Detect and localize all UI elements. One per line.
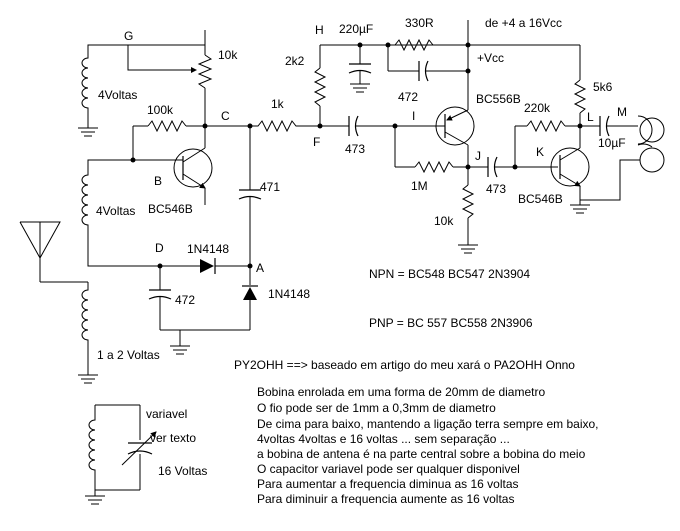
label-r-220k: 220k <box>524 101 551 115</box>
note-line: Para aumentar a frequencia diminua as 16… <box>257 477 519 491</box>
label-node-h: H <box>315 23 324 37</box>
note-credit: PY2OHH ==> baseado em artigo do meu xará… <box>234 358 575 372</box>
label-vcc: +Vcc <box>477 51 504 65</box>
note-line: O fio pode ser de 1mm a 0,3mm de diametr… <box>257 401 496 415</box>
label-r-330r: 330R <box>405 16 434 30</box>
label-var-2: ver texto <box>150 431 196 445</box>
label-node-d: D <box>155 241 164 255</box>
coil-mid <box>81 159 160 267</box>
label-var-1: variavel <box>146 407 187 421</box>
label-node-j: J <box>475 149 481 163</box>
transistor-k <box>550 126 590 187</box>
diode-1n4148-v <box>242 266 258 330</box>
transistor-b <box>133 126 213 189</box>
note-line: O capacitor variavel pode ser qualquer d… <box>257 462 520 476</box>
coil-16voltas <box>85 404 141 505</box>
label-d-1n4148-h: 1N4148 <box>187 242 229 256</box>
label-node-a: A <box>256 261 264 275</box>
r-100k <box>147 119 187 133</box>
label-r-2k2: 2k2 <box>285 54 305 68</box>
label-supply: de +4 a 16Vcc <box>485 16 562 30</box>
label-q-bc546b-k: BC546B <box>518 192 563 206</box>
r-10k-j <box>461 184 475 219</box>
diode-1n4148-h <box>200 258 216 274</box>
note-line: a bobina de antena é na parte central so… <box>257 447 586 461</box>
r-330r <box>394 38 434 52</box>
label-node-m: M <box>617 105 627 119</box>
label-r-100k: 100k <box>147 103 174 117</box>
note-npn: NPN = BC548 BC547 2N3904 <box>369 267 531 281</box>
label-r-1m: 1M <box>411 179 428 193</box>
label-r-5k6: 5k6 <box>593 80 613 94</box>
label-r-1k: 1k <box>271 97 285 111</box>
r-1k <box>250 119 320 133</box>
coil-top <box>78 44 205 137</box>
cap-472-top <box>387 45 468 82</box>
variable-capacitor <box>121 431 157 466</box>
label-c-10uf: 10µF <box>598 136 626 150</box>
label-node-f: F <box>313 135 320 149</box>
note-line: Bobina enrolada em uma forma de 20mm de … <box>257 385 546 399</box>
label-var-coil: 16 Voltas <box>158 464 207 478</box>
r-220k <box>526 119 566 133</box>
label-coil-ant: 1 a 2 Voltas <box>97 348 160 362</box>
pot-wiper <box>127 45 197 73</box>
r-5k6 <box>573 79 587 114</box>
label-c-220uf: 220µF <box>339 22 373 36</box>
note-pnp: PNP = BC 557 BC558 2N3906 <box>369 316 533 330</box>
label-coil-top: 4Voltas <box>98 88 137 102</box>
pot-10k <box>197 30 213 126</box>
cap-471 <box>238 126 262 266</box>
label-node-c: C <box>221 109 230 123</box>
r-2k2 <box>313 67 327 107</box>
antenna <box>19 221 98 384</box>
note-line: De cima para baixo, mantendo a ligação t… <box>257 417 599 431</box>
label-r-10k-j: 10k <box>434 214 454 228</box>
label-q-bc546b-b: BC546B <box>148 202 193 216</box>
label-node-k: K <box>536 145 544 159</box>
transistor-bc556b <box>435 106 475 146</box>
label-node-l: L <box>587 110 594 124</box>
label-coil-mid: 4Voltas <box>96 204 135 218</box>
label-c-472-d: 472 <box>175 293 195 307</box>
label-c-472-top: 472 <box>398 90 418 104</box>
headphones-icon <box>580 115 665 201</box>
label-pot-10k: 10k <box>218 48 238 62</box>
label-node-b: B <box>154 174 162 188</box>
label-c-471: 471 <box>260 180 280 194</box>
note-line: 4voltas 4voltas e 16 voltas ... sem sepa… <box>257 432 510 446</box>
label-c-473-j: 473 <box>486 182 506 196</box>
cap-472-d <box>148 266 250 355</box>
label-q-bc556b: BC556B <box>476 92 521 106</box>
cap-220uf <box>348 45 372 93</box>
label-node-i: I <box>412 109 415 123</box>
r-1m <box>414 160 454 174</box>
label-node-g: G <box>124 29 133 43</box>
label-c-473-f: 473 <box>345 142 365 156</box>
label-d-1n4148-v: 1N4148 <box>268 287 310 301</box>
note-line: Para diminuir a frequencia aumente as 16… <box>257 492 515 506</box>
